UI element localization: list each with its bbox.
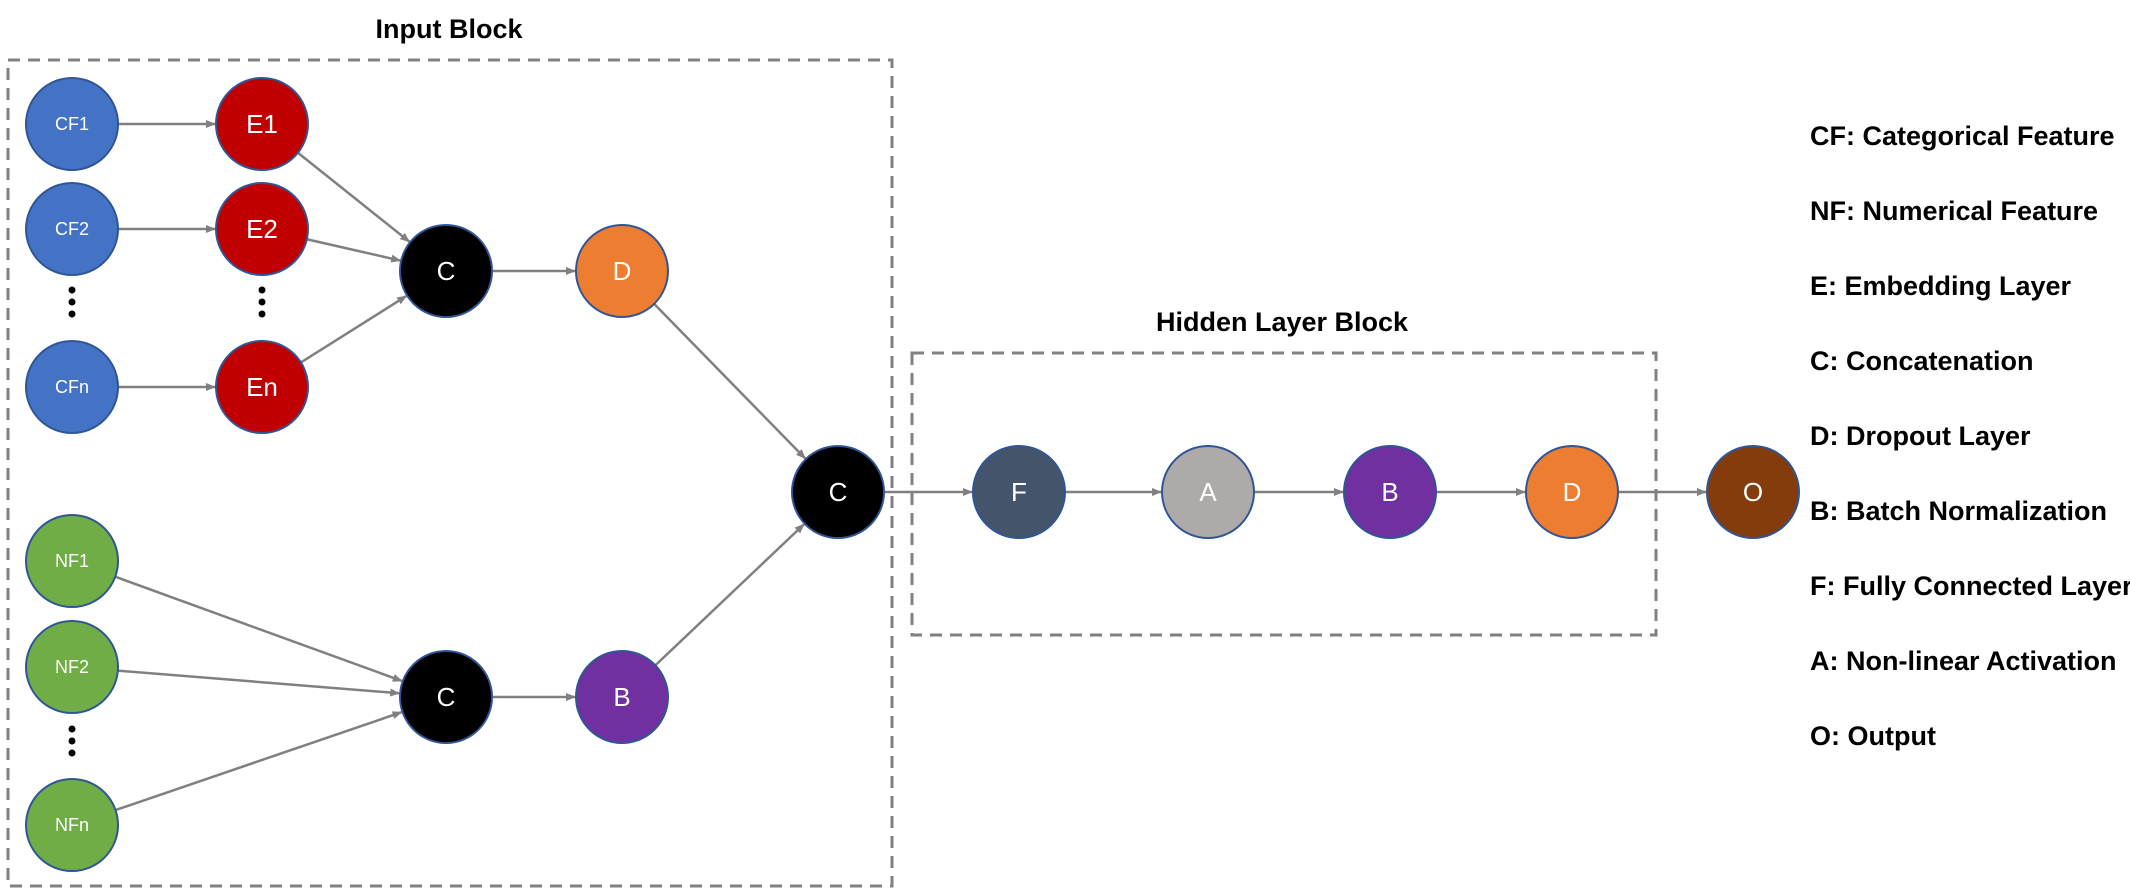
e-ellipsis — [258, 286, 266, 318]
legend-item: D: Dropout Layer — [1810, 421, 2031, 451]
legend-item: C: Concatenation — [1810, 346, 2034, 376]
node-cfn: CFn — [25, 340, 119, 434]
node-circle — [25, 340, 119, 434]
node-d-cat: D — [575, 224, 669, 318]
node-circle — [972, 445, 1066, 539]
node-label: E2 — [246, 214, 278, 244]
node-label: CF2 — [55, 219, 89, 239]
cf-ellipsis — [68, 286, 76, 318]
node-circle — [399, 224, 493, 318]
legend-item: E: Embedding Layer — [1810, 271, 2072, 301]
node-circle — [1525, 445, 1619, 539]
node-label: O — [1743, 477, 1763, 507]
node-circle — [25, 778, 119, 872]
node-b-num: B — [575, 650, 669, 744]
node-en: En — [215, 340, 309, 434]
node-d-hidden: D — [1525, 445, 1619, 539]
legend-item: CF: Categorical Feature — [1810, 121, 2115, 151]
node-e1: E1 — [215, 77, 309, 171]
legend-item: O: Output — [1810, 721, 1936, 751]
node-nf1: NF1 — [25, 514, 119, 608]
node-label: NF2 — [55, 657, 89, 677]
legend-item: B: Batch Normalization — [1810, 496, 2107, 526]
node-label: CF1 — [55, 114, 89, 134]
node-nf2: NF2 — [25, 620, 119, 714]
edge-nf2-to-c_num — [117, 669, 401, 697]
legend: CF: Categorical Feature NF: Numerical Fe… — [1810, 121, 2130, 751]
legend-item: NF: Numerical Feature — [1810, 196, 2098, 226]
node-nfn: NFn — [25, 778, 119, 872]
edge-e1-to-c_cat — [297, 151, 411, 243]
node-circle — [575, 224, 669, 318]
nf-ellipsis — [68, 725, 76, 757]
node-circle — [1706, 445, 1800, 539]
node-label: B — [613, 682, 630, 712]
node-circle — [25, 182, 119, 276]
node-cf1: CF1 — [25, 77, 119, 171]
node-label: En — [246, 372, 278, 402]
node-label: C — [437, 256, 456, 286]
node-circle — [1343, 445, 1437, 539]
node-circle — [575, 650, 669, 744]
node-circle — [25, 77, 119, 171]
node-c-cat: C — [399, 224, 493, 318]
node-cf2: CF2 — [25, 182, 119, 276]
edge-e2-to-c_cat — [306, 238, 402, 263]
node-circle — [215, 77, 309, 171]
node-c-num: C — [399, 650, 493, 744]
edges — [114, 120, 1707, 812]
input-block-frame — [6, 58, 894, 888]
node-e2: E2 — [215, 182, 309, 276]
legend-item: A: Non-linear Activation — [1810, 646, 2117, 676]
hidden-block-frame — [910, 351, 1658, 637]
node-label: NFn — [55, 815, 89, 835]
node-output: O — [1706, 445, 1800, 539]
node-circle — [215, 182, 309, 276]
node-label: E1 — [246, 109, 278, 139]
node-b-hidden: B — [1343, 445, 1437, 539]
node-circle — [25, 620, 119, 714]
node-circle — [1161, 445, 1255, 539]
node-circle — [791, 445, 885, 539]
node-c-merge: C — [791, 445, 885, 539]
node-label: D — [1563, 477, 1582, 507]
hidden-block-title: Hidden Layer Block — [1156, 307, 1409, 337]
node-label: A — [1199, 477, 1217, 507]
node-label: CFn — [55, 377, 89, 397]
edge-nf1-to-c_num — [114, 575, 403, 683]
edge-nfn-to-c_num — [115, 711, 403, 812]
node-label: C — [829, 477, 848, 507]
edge-en-to-c_cat — [300, 295, 408, 364]
node-label: F — [1011, 477, 1027, 507]
node-circle — [25, 514, 119, 608]
node-f-hidden: F — [972, 445, 1066, 539]
edge-d_cat-to-c_merge — [653, 303, 807, 460]
edge-b_num-to-c_merge — [654, 523, 805, 667]
node-label: B — [1381, 477, 1398, 507]
node-label: NF1 — [55, 551, 89, 571]
node-a-hidden: A — [1161, 445, 1255, 539]
legend-item: F: Fully Connected Layer — [1810, 571, 2130, 601]
node-circle — [215, 340, 309, 434]
input-block-title: Input Block — [376, 14, 524, 44]
node-circle — [399, 650, 493, 744]
node-label: D — [613, 256, 632, 286]
node-label: C — [437, 682, 456, 712]
